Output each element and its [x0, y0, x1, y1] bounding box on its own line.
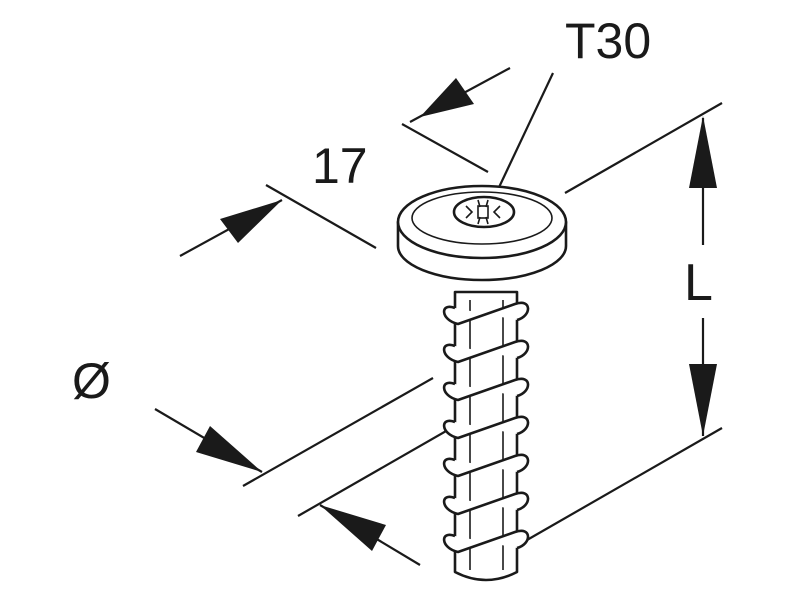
thread-turn	[442, 453, 530, 478]
length-arrow-top	[689, 116, 717, 188]
shank-extension-line-upper	[242, 377, 434, 487]
thread-turn	[442, 529, 530, 554]
length-extension-line-bottom	[526, 427, 723, 541]
shank-arrow-right	[320, 505, 386, 551]
head-extension-line-left	[265, 184, 377, 249]
head-diameter-label: 17	[312, 138, 368, 194]
length-extension-line-top	[564, 102, 723, 194]
shank-diameter-dimension	[154, 377, 489, 566]
head-extension-line-right	[401, 123, 489, 173]
diameter-label: Ø	[72, 353, 111, 409]
screw-threads	[442, 301, 530, 554]
thread-turn	[442, 491, 530, 516]
thread-turn	[442, 377, 530, 402]
screw-head	[396, 184, 568, 282]
thread-turn	[442, 339, 530, 364]
head-diameter-dimension	[179, 67, 511, 257]
drive-leader-line	[492, 72, 554, 201]
length-label: L	[684, 254, 713, 312]
head-arrow-right	[420, 78, 474, 117]
thread-turn	[442, 415, 530, 440]
screw	[396, 184, 568, 582]
drive-size-label: T30	[565, 13, 651, 69]
length-dimension	[526, 102, 723, 541]
thread-turn	[442, 301, 530, 326]
shank-arrow-left	[196, 426, 262, 472]
length-arrow-bottom	[689, 364, 717, 436]
torx-drive-icon	[452, 195, 516, 229]
head-arrow-left	[220, 200, 282, 243]
